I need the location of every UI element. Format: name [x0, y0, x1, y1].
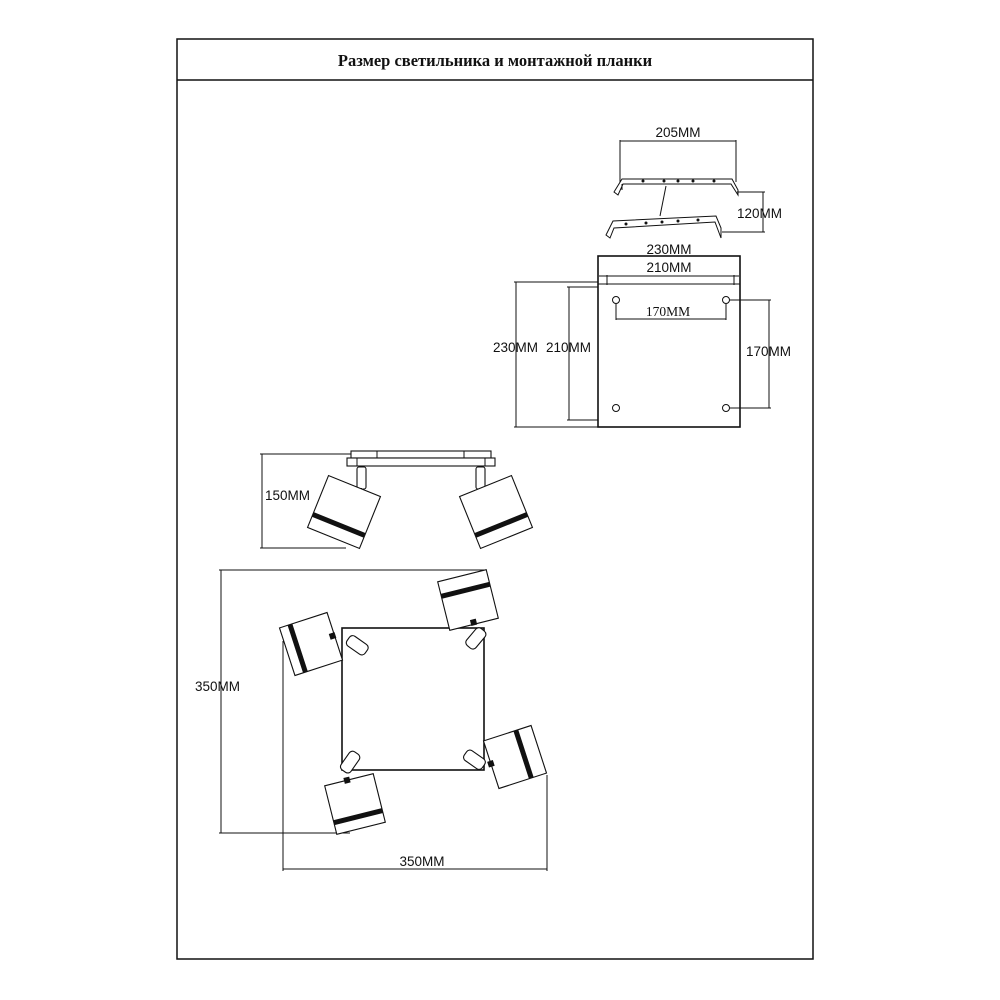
top-width-label: 350MM	[399, 854, 444, 869]
plate-hole-spacing-label: 170MM	[646, 304, 690, 319]
mounting-hole	[722, 296, 730, 304]
plate-inner-width-label: 210MM	[646, 260, 691, 275]
top-height-label: 350MM	[195, 679, 240, 694]
base-plate: 230MM 210MM 170MM 230MM 210MM 170MM	[493, 242, 791, 428]
plate-hole-vertical-label: 170MM	[746, 344, 791, 359]
plate-inner-height-label: 210MM	[546, 340, 591, 355]
mounting-hole	[722, 404, 730, 412]
top-view: 350MM 350MM	[195, 569, 548, 871]
mounting-hole	[612, 296, 620, 304]
mounting-hole	[612, 404, 620, 412]
plate-outer-width-label: 230MM	[646, 242, 691, 257]
page-title: Размер светильника и монтажной планки	[338, 51, 653, 70]
mounting-bracket: 205MM 120MM	[605, 125, 782, 239]
drawing-frame	[176, 38, 814, 960]
side-height-label: 150MM	[265, 488, 310, 503]
bracket-spacing-label: 120MM	[737, 206, 782, 221]
bracket-width-label: 205MM	[655, 125, 700, 140]
plate-outer-height-label: 230MM	[493, 340, 538, 355]
side-view: 150MM	[260, 450, 534, 550]
